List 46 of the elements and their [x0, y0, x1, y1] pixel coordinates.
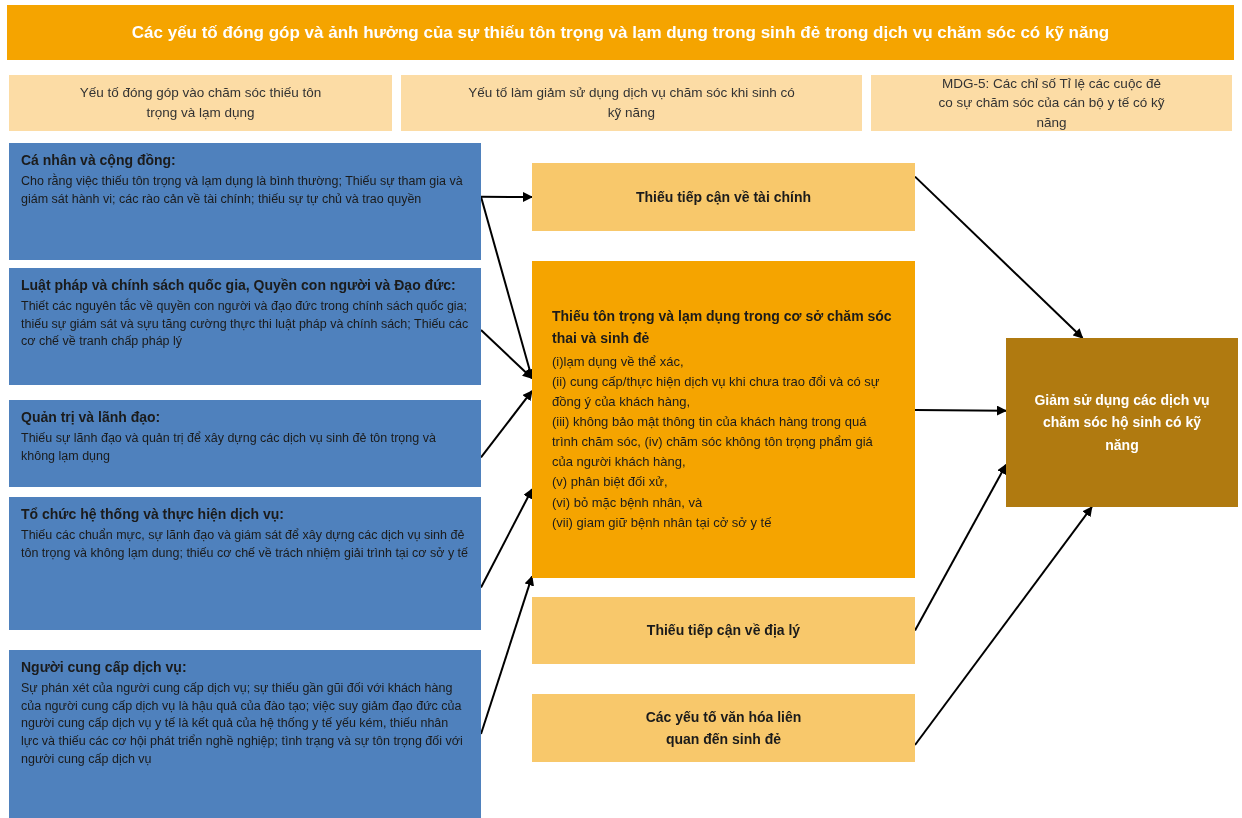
box-heading: Cá nhân và cộng đồng: — [21, 151, 177, 170]
box-text: Thiếu sự lãnh đạo và quản trị để xây dựng các dịch vụ sinh đẻ tôn trọng và không lạm dụng — [21, 429, 437, 465]
factor-box — [9, 143, 481, 260]
box-text: Thiếu tiếp cận về tài chính — [635, 187, 811, 207]
barrier-box — [532, 597, 915, 664]
factor-box — [9, 650, 481, 818]
box-text: Thiết các nguyên tắc về quyền con người và đạo đức trong chính sách quốc gia; thiếu sự giám sát và sựu tăng cường thực thi luật pháp và chính sách; Thiếu các cơ chế về tranh chấp pháp lý — [21, 297, 469, 351]
box-heading: Quản trị và lãnh đạo: — [21, 408, 162, 427]
column-header — [871, 75, 1232, 131]
box-heading: Người cung cấp dịch vụ: — [21, 658, 188, 677]
box-text: Cho rằng việc thiếu tôn trọng và lạm dụng là bình thường; Thiếu sự tham gia và giám sát hành vi; các rào cản về tài chính; thiếu sự tự chủ và trao quyền — [21, 172, 464, 208]
box-text: Yếu tố làm giảm sử dụng dịch vụ chăm sóc khi sinh có kỹ năng — [467, 84, 796, 122]
box-text: (iii) không bảo mật thông tin của khách hàng trong quá trình chăm sóc, (iv) chăm sóc không tôn trọng phẩm giá của người khách hàng, — [552, 412, 874, 472]
box-text: MDG-5: Các chỉ số Tỉ lệ các cuộc đẻ co sự chăm sóc của cán bộ y tế có kỹ năng — [937, 74, 1166, 132]
factor-box — [9, 497, 481, 630]
box-heading: Luật pháp và chính sách quốc gia, Quyền con người và Đạo đức: — [21, 276, 457, 295]
box-text: Giảm sử dụng các dịch vụ chăm sóc hộ sinh có kỹ năng — [1033, 390, 1211, 455]
box-text: (ii) cung cấp/thực hiện dịch vụ khi chưa trao đổi và có sự đồng ý của khách hàng, — [552, 372, 881, 411]
box-text: (vi) bỏ mặc bệnh nhân, và — [552, 493, 704, 512]
box-text: Các yếu tố văn hóa liên quan đến sinh đẻ — [644, 707, 803, 749]
box-text: Thiếu tiếp cận về địa lý — [646, 621, 801, 641]
arrow — [914, 506, 1093, 746]
column-header — [9, 75, 392, 131]
factor-box — [9, 400, 481, 487]
box-text: (i)lạm dụng về thể xác, — [552, 352, 685, 371]
box-text: Thiếu các chuẩn mực, sự lãnh đạo và giám sát để xây dựng các dịch vụ sinh đẻ tôn trọng và không lạm dung; thiếu cơ chế về trách nhiệm giải trình tại cơ sở y tế — [21, 526, 469, 562]
barrier-box — [532, 163, 915, 231]
central-box — [532, 261, 915, 578]
column-header — [401, 75, 862, 131]
arrow — [914, 463, 1007, 632]
box-text: (vii) giam giữ bệnh nhân tại cở sở y tế — [552, 513, 773, 532]
box-heading: Thiếu tôn trọng và lạm dụng trong cơ sở chăm sóc thai và sinh đẻ — [552, 307, 893, 348]
arrow — [480, 488, 533, 589]
arrow — [480, 389, 533, 459]
factor-box — [9, 268, 481, 385]
box-text: Yếu tố đóng góp vào chăm sóc thiếu tôn trọng và lạm dụng — [78, 84, 323, 122]
box-text: Sự phán xét của người cung cấp dịch vụ; sự thiếu gần gũi đối với khách hàng của người cung cấp dịch vụ là hậu quả của đào tạo; việc suy giảm đạo đức của người cung cấp dịch vụ y tế là kết quả của hệ thống y tế yếu kém, thiếu nhân lực và thiếu các cơ hội phát triển nghề nghiệp; tình trạng và sự tôn trọng đối với người cung cấp dịch vụ — [21, 679, 464, 768]
barrier-box — [532, 694, 915, 762]
arrow — [480, 329, 533, 380]
title-banner: Các yếu tố đóng góp và ảnh hưởng của sự thiếu tôn trọng và lạm dụng trong sinh đẻ trong dịch vụ chăm sóc có kỹ năng — [7, 5, 1234, 60]
outcome-box — [1006, 338, 1238, 507]
arrow — [914, 175, 1084, 339]
box-text: (v) phân biệt đối xử, — [552, 473, 669, 492]
arrow — [480, 191, 533, 202]
arrow — [914, 405, 1007, 416]
box-heading: Tổ chức hệ thống và thực hiện dịch vụ: — [21, 505, 285, 524]
